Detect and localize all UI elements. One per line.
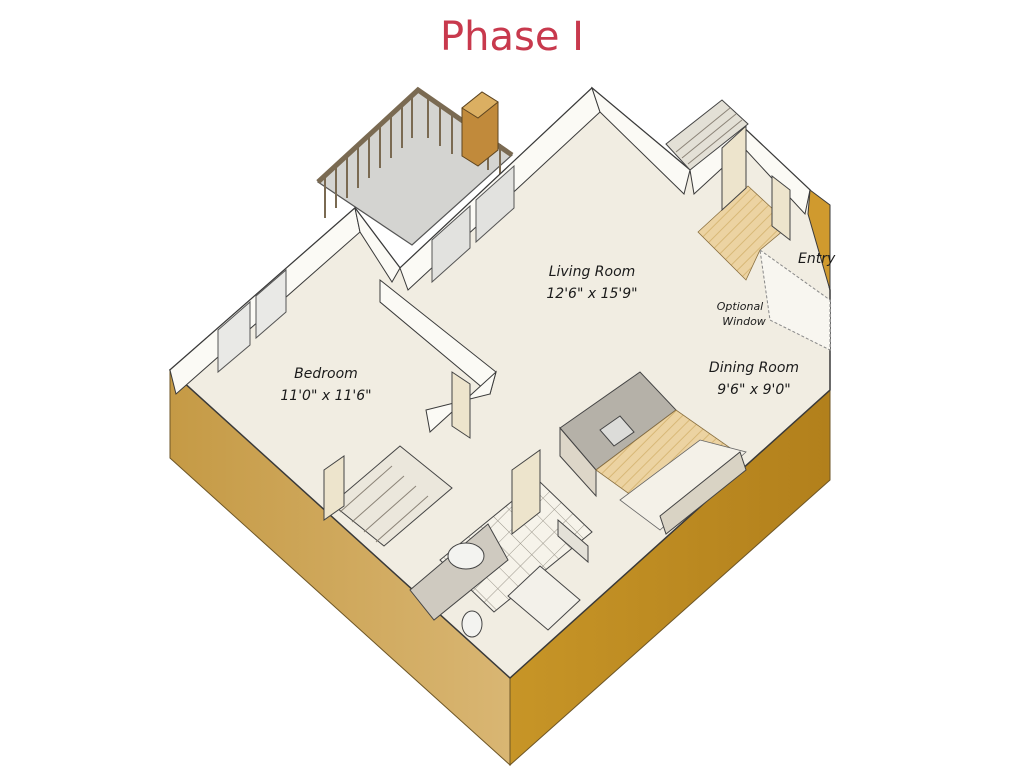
closet-door — [323, 455, 345, 521]
bathroom-sink — [447, 542, 485, 570]
bedroom-closet — [323, 371, 471, 547]
bedroom-door — [451, 371, 471, 439]
dining-room-name: Dining Room — [709, 360, 799, 376]
bedroom-windows — [217, 268, 287, 374]
bathtub — [507, 565, 581, 631]
kitchen-sink — [599, 415, 635, 447]
page-title: Phase I — [440, 14, 584, 60]
entry-label: Entry — [798, 251, 836, 267]
optional-window — [759, 248, 831, 351]
optional-window-label-2: Window — [722, 315, 766, 328]
bedroom-name: Bedroom — [294, 366, 358, 382]
toilet — [461, 610, 483, 638]
sliding-doors — [431, 164, 515, 284]
living-room-name: Living Room — [549, 264, 636, 280]
bathroom-door — [511, 449, 541, 536]
dining-room-size: 9'6" x 9'0" — [717, 382, 790, 398]
balcony — [316, 86, 514, 246]
bedroom-size: 11'0" x 11'6" — [280, 388, 371, 404]
optional-window-label-1: Optional — [717, 300, 764, 313]
kitchen — [559, 371, 747, 535]
bathroom — [409, 449, 593, 638]
entry-closet — [665, 99, 791, 242]
living-room-size: 12'6" x 15'9" — [546, 286, 637, 302]
